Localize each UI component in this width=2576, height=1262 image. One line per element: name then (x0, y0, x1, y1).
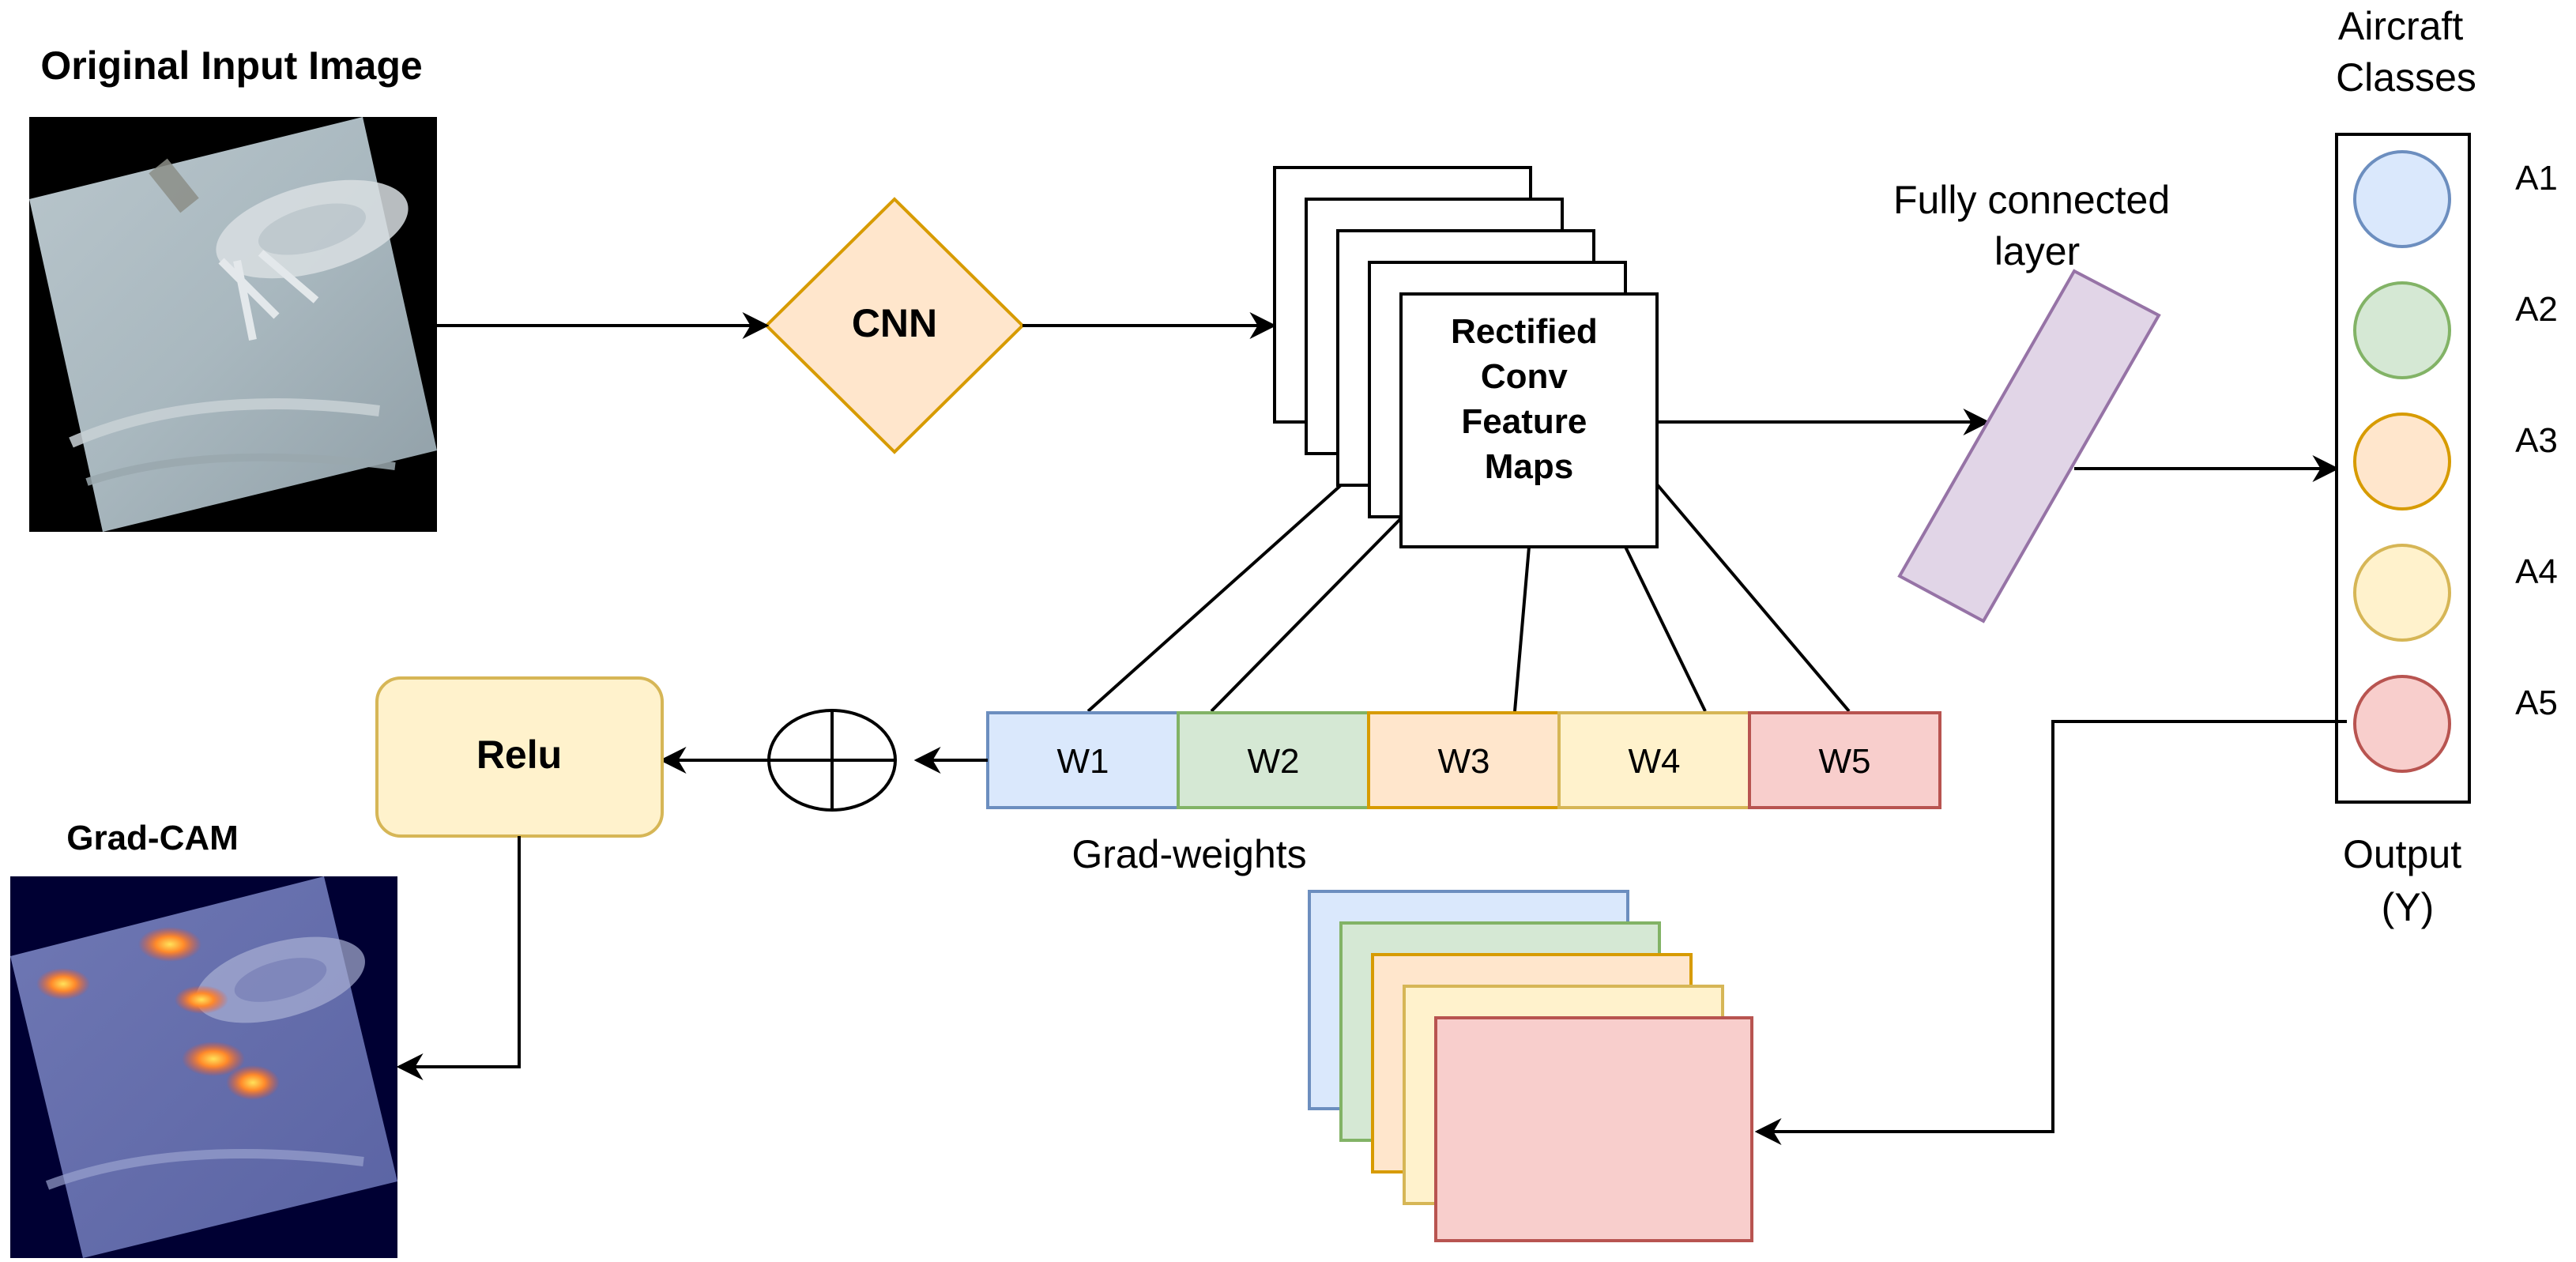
arrow-relu-to-gradcam (396, 836, 521, 1080)
fc-layer (1897, 269, 2161, 623)
feature-to-weight-lines (1087, 483, 1851, 713)
weight-label-w3: W3 (1438, 742, 1490, 781)
class-label-a4: A4 (2515, 552, 2558, 591)
weight-label-w5: W5 (1819, 742, 1871, 781)
weight-label-w2: W2 (1248, 742, 1300, 781)
weight-box-w1 (986, 711, 1180, 809)
gradcam-image (10, 876, 397, 1258)
gradcam-hotspot (138, 927, 201, 962)
input-image-title: Original Input Image (40, 43, 422, 88)
class-circle-a5 (2353, 675, 2451, 773)
summation-node (767, 709, 897, 812)
relu-label: Relu (476, 733, 562, 777)
arrow-output-to-class-maps (1754, 720, 2347, 1145)
grad-weights-caption: Grad-weights (1071, 832, 1306, 876)
grad-weights-bar: W1 W2 W3 W4 W5 (986, 711, 1941, 809)
weight-box-w5 (1748, 711, 1941, 809)
class-circle-a1 (2353, 150, 2451, 248)
class-circle-a4 (2353, 544, 2451, 642)
fc-layer-label: Fully connected layer (1893, 178, 2181, 273)
feature-maps-front (1399, 292, 1659, 548)
gradcam-hotspot (226, 1065, 280, 1100)
gradcam-hotspot (182, 1042, 245, 1076)
gradcam-hotspot (36, 968, 90, 1000)
input-image (29, 117, 437, 532)
gradcam-title: Grad-CAM (66, 819, 239, 857)
gradcam-hotspot (175, 985, 228, 1014)
class-label-a2: A2 (2515, 290, 2558, 329)
weight-label-w1: W1 (1057, 742, 1109, 781)
cnn-label: CNN (852, 301, 937, 345)
feature-maps-stack (1273, 166, 1659, 548)
cnn-node (764, 197, 1025, 454)
weight-box-w3 (1367, 711, 1561, 809)
weight-box-w4 (1557, 711, 1751, 809)
weight-label-w4: W4 (1629, 742, 1681, 781)
class-activation-maps-stack (1308, 890, 1753, 1242)
class-label-a1: A1 (2515, 159, 2558, 198)
class-map-5 (1434, 1016, 1753, 1242)
class-label-a5: A5 (2515, 684, 2558, 722)
class-circle-a2 (2353, 281, 2451, 379)
class-circle-a3 (2353, 413, 2451, 510)
weight-box-w2 (1177, 711, 1370, 809)
class-label-a3: A3 (2515, 421, 2558, 460)
classes-title: Aircraft Classes (2336, 4, 2476, 100)
feature-maps-label: Rectified Conv Feature Maps (1451, 312, 1607, 486)
output-label: Output (Y) (2343, 832, 2472, 929)
